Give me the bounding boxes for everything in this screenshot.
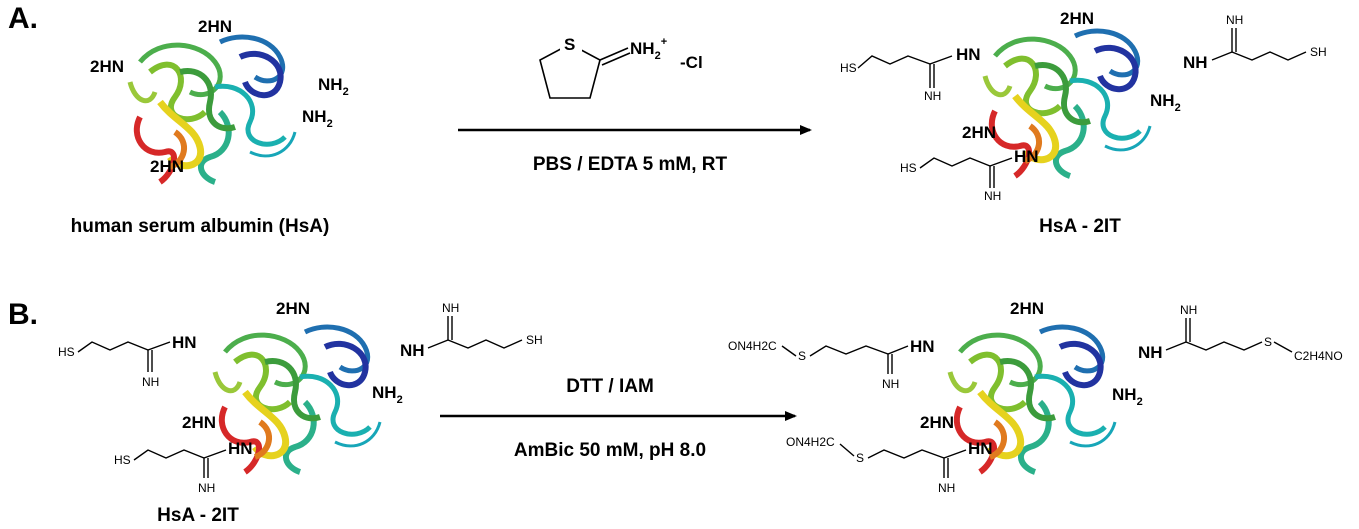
amine-right-b: NH2 bbox=[372, 383, 403, 406]
thiol-arm-b-right: NH NH SH bbox=[400, 301, 543, 360]
svg-text:NH: NH bbox=[924, 89, 941, 103]
svg-text:HS: HS bbox=[114, 453, 131, 467]
amine-left-b: 2HN bbox=[182, 413, 216, 432]
amine-right-b-product: NH2 bbox=[1112, 385, 1143, 408]
svg-text:HS: HS bbox=[900, 161, 917, 175]
reagent-counterion: -Cl bbox=[680, 53, 703, 72]
product-caption-a: HsA - 2IT bbox=[1039, 216, 1121, 237]
iminothiolane-structure: S NH2+ -Cl bbox=[539, 30, 703, 99]
svg-text:NH: NH bbox=[882, 377, 899, 391]
svg-text:C2H4NO: C2H4NO bbox=[1294, 349, 1343, 363]
svg-text:HN: HN bbox=[1014, 147, 1039, 166]
amine-right1-a: NH2 bbox=[318, 75, 349, 98]
amine-top-a-product: 2HN bbox=[1060, 9, 1094, 28]
svg-text:HS: HS bbox=[58, 345, 75, 359]
svg-text:NH: NH bbox=[198, 481, 215, 495]
thiol-arm-a-left: HS NH HN bbox=[840, 45, 981, 103]
svg-text:HN: HN bbox=[172, 333, 197, 352]
alkylated-arm-b-right: NH NH S C2H4NO bbox=[1138, 303, 1343, 363]
thiol-arm-a-bottom: HS NH HN bbox=[900, 147, 1039, 203]
svg-text:HN: HN bbox=[968, 439, 993, 458]
svg-text:ON4H2C: ON4H2C bbox=[786, 435, 835, 449]
alkylated-arm-b-left: ON4H2C S NH HN bbox=[728, 337, 935, 391]
svg-text:S: S bbox=[1264, 335, 1272, 349]
amine-top-a: 2HN bbox=[198, 17, 232, 36]
svg-text:NH: NH bbox=[142, 375, 159, 389]
reagent-ion: NH2+ bbox=[630, 36, 667, 62]
svg-text:HN: HN bbox=[910, 337, 935, 356]
svg-text:NH: NH bbox=[400, 341, 425, 360]
svg-text:HN: HN bbox=[956, 45, 981, 64]
svg-text:S: S bbox=[856, 451, 864, 465]
svg-text:SH: SH bbox=[526, 333, 543, 347]
reactant-caption-b: HsA - 2IT bbox=[157, 505, 239, 526]
reagent-sulfur: S bbox=[564, 35, 575, 54]
svg-text:NH: NH bbox=[1226, 13, 1243, 27]
svg-text:NH: NH bbox=[1180, 303, 1197, 317]
amine-left-a-product: 2HN bbox=[962, 123, 996, 142]
condition-b-top: DTT / IAM bbox=[566, 376, 654, 397]
thiol-arm-b-bottom: HS NH HN bbox=[114, 439, 253, 495]
svg-text:NH: NH bbox=[442, 301, 459, 315]
alkylated-arm-b-bottom: ON4H2C S NH HN bbox=[786, 435, 993, 495]
amine-bottom-a: 2HN bbox=[150, 157, 184, 176]
svg-text:NH: NH bbox=[1138, 343, 1163, 362]
svg-text:S: S bbox=[798, 349, 806, 363]
amine-top-b: 2HN bbox=[276, 299, 310, 318]
condition-b-bottom: AmBic 50 mM, pH 8.0 bbox=[513, 440, 707, 461]
panel-label-a: A. bbox=[8, 2, 38, 35]
amine-right-a-product: NH2 bbox=[1150, 91, 1181, 114]
svg-text:HN: HN bbox=[228, 439, 253, 458]
protein-structure-a-product bbox=[985, 31, 1150, 176]
amine-left-a: 2HN bbox=[90, 57, 124, 76]
svg-text:NH: NH bbox=[938, 481, 955, 495]
svg-text:HS: HS bbox=[840, 61, 857, 75]
svg-text:NH: NH bbox=[984, 189, 1001, 203]
amine-top-b-product: 2HN bbox=[1010, 299, 1044, 318]
thiol-arm-a-right: NH NH SH bbox=[1183, 13, 1327, 72]
thiol-arm-b-left: HS NH HN bbox=[58, 333, 197, 389]
svg-text:ON4H2C: ON4H2C bbox=[728, 339, 777, 353]
condition-a: PBS / EDTA 5 mM, RT bbox=[532, 154, 728, 175]
amine-right2-a: NH2 bbox=[302, 107, 333, 130]
reactant-caption-a: human serum albumin (HsA) bbox=[70, 216, 330, 237]
svg-text:NH: NH bbox=[1183, 53, 1208, 72]
panel-label-b: B. bbox=[8, 298, 38, 331]
amine-left-b-product: 2HN bbox=[920, 413, 954, 432]
svg-text:SH: SH bbox=[1310, 45, 1327, 59]
